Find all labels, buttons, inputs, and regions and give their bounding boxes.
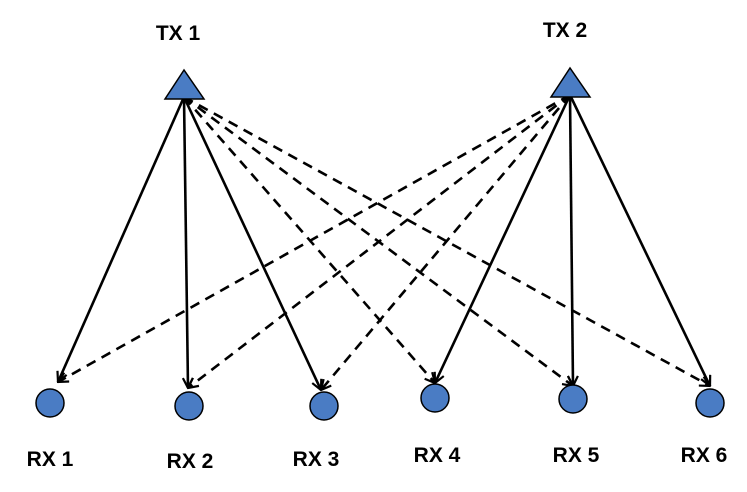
receiver-circle-icon xyxy=(695,388,725,418)
receiver-circle-icon xyxy=(174,391,204,421)
receiver-circle-icon xyxy=(420,383,450,413)
transmitter-tx2: TX 2 xyxy=(543,19,592,98)
transmitter-label-tx2: TX 2 xyxy=(543,19,587,42)
transmitter-triangle-icon xyxy=(163,68,206,100)
receiver-rx3: RX 3 xyxy=(293,391,340,471)
receiver-label-rx2: RX 2 xyxy=(167,450,214,473)
link-tx2-rx1-dashed-arrow xyxy=(58,93,571,382)
receiver-label-rx1: RX 1 xyxy=(27,448,74,471)
receiver-circle-icon xyxy=(309,391,339,421)
link-tx2-rx4-solid-arrow xyxy=(435,94,572,383)
receiver-rx4: RX 4 xyxy=(414,383,461,467)
link-tx1-rx2-solid-arrow xyxy=(184,96,188,388)
link-tx2-rx6-solid-arrow xyxy=(568,94,710,386)
receiver-rx5: RX 5 xyxy=(553,384,600,467)
link-tx2-rx3-dashed-arrow xyxy=(321,94,571,390)
transmitter-tx1: TX 1 xyxy=(156,22,206,100)
receiver-label-rx4: RX 4 xyxy=(414,444,461,467)
receiver-circle-icon xyxy=(558,384,588,414)
receiver-rx2: RX 2 xyxy=(167,391,214,473)
link-tx1-rx6-dashed-arrow xyxy=(183,95,710,386)
transmitter-label-tx1: TX 1 xyxy=(156,22,201,45)
link-tx2-rx2-dashed-arrow xyxy=(188,93,571,388)
receiver-circle-icon xyxy=(35,388,65,418)
link-tx1-rx1-solid-arrow xyxy=(58,96,186,382)
receiver-label-rx5: RX 5 xyxy=(553,444,600,467)
receiver-rx1: RX 1 xyxy=(27,388,74,471)
receiver-label-rx6: RX 6 xyxy=(681,444,728,467)
link-tx1-rx3-solid-arrow xyxy=(182,96,321,390)
transmitter-triangle-icon xyxy=(549,66,592,98)
receiver-rx6: RX 6 xyxy=(681,388,728,467)
links-layer xyxy=(58,93,710,390)
receiver-label-rx3: RX 3 xyxy=(293,448,340,471)
link-tx2-rx5-solid-arrow xyxy=(570,94,573,386)
